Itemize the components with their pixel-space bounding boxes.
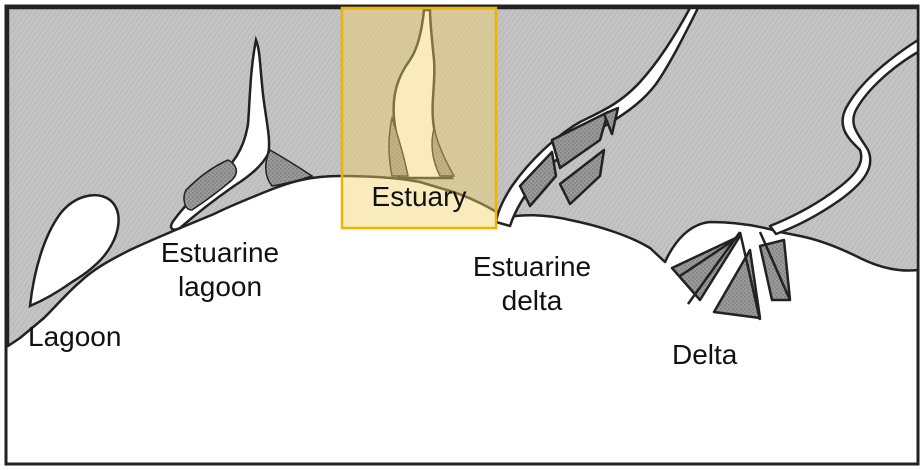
lagoon-label: Lagoon xyxy=(28,320,121,354)
estuarine-lagoon-label-line1: Estuarine xyxy=(150,236,290,270)
estuarine-lagoon-label: Estuarine lagoon xyxy=(150,236,290,304)
estuarine-delta-label-line1: Estuarine xyxy=(458,250,606,284)
estuary-label: Estuary xyxy=(344,180,494,214)
estuarine-delta-label-line2: delta xyxy=(458,284,606,318)
estuarine-lagoon-label-line2: lagoon xyxy=(150,270,290,304)
estuarine-delta-label: Estuarine delta xyxy=(458,250,606,318)
delta-label: Delta xyxy=(672,338,737,372)
